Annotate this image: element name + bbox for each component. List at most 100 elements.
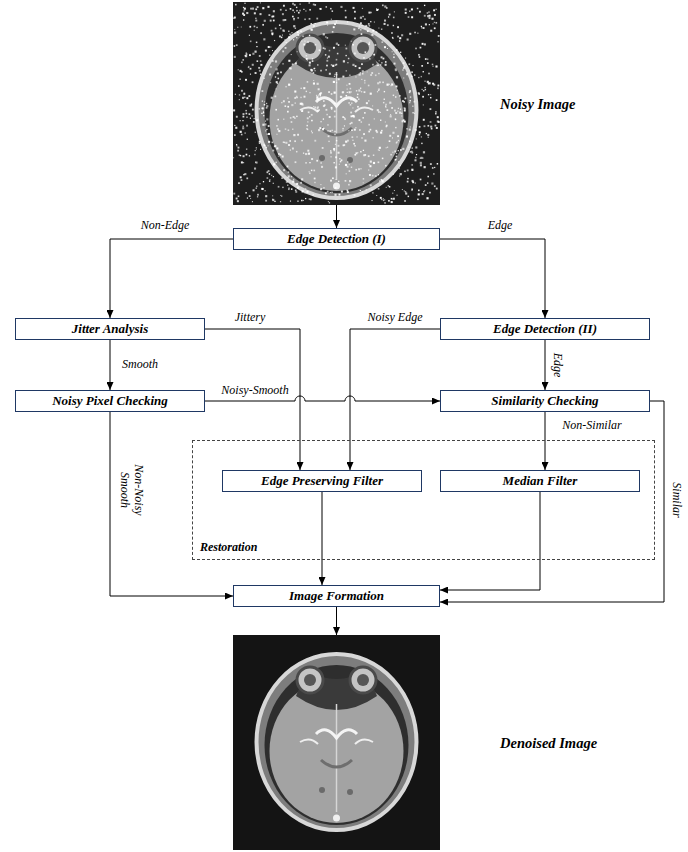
noise-dot <box>346 98 347 99</box>
noise-dot <box>361 91 362 92</box>
noise-dot <box>295 28 296 29</box>
noise-dot <box>357 106 359 108</box>
noise-dot <box>308 153 310 155</box>
noise-dot <box>399 175 400 176</box>
noise-dot <box>394 150 396 152</box>
noise-dot <box>377 65 378 66</box>
noise-dot <box>314 68 315 69</box>
noise-dot <box>242 120 243 121</box>
noise-dot <box>380 112 381 113</box>
noise-dot <box>338 44 340 46</box>
noise-dot <box>395 118 396 119</box>
noise-dot <box>333 47 334 48</box>
noise-dot <box>280 201 281 202</box>
noise-dot <box>274 145 276 147</box>
noise-dot <box>434 185 436 187</box>
noise-dot <box>331 64 332 65</box>
noise-dot <box>334 131 335 132</box>
noise-dot <box>404 200 405 201</box>
noise-dot <box>319 8 320 9</box>
noise-dot <box>405 191 406 192</box>
noise-dot <box>392 37 394 39</box>
noise-dot <box>249 195 251 197</box>
noise-dot <box>405 8 407 10</box>
noise-dot <box>345 55 346 56</box>
noise-dot <box>291 54 292 55</box>
box-label: Similarity Checking <box>491 394 598 409</box>
noise-dot <box>364 112 366 114</box>
noise-dot <box>322 128 324 130</box>
noise-dot <box>235 4 237 6</box>
noise-dot <box>254 168 256 170</box>
noise-dot <box>247 197 248 198</box>
noise-dot <box>293 39 294 40</box>
noise-dot <box>305 188 306 189</box>
noise-dot <box>384 202 386 204</box>
noise-dot <box>415 183 416 184</box>
noise-dot <box>381 199 382 200</box>
noise-dot <box>387 48 388 49</box>
noise-dot <box>314 70 315 71</box>
noise-dot <box>373 54 375 56</box>
noise-dot <box>281 177 282 178</box>
noise-dot <box>334 92 336 94</box>
noise-dot <box>335 166 337 168</box>
noise-dot <box>419 126 421 128</box>
noise-dot <box>384 23 386 25</box>
noise-dot <box>341 159 343 161</box>
noise-dot <box>417 8 419 10</box>
noise-dot <box>287 166 289 168</box>
noise-dot <box>313 25 315 27</box>
noise-dot <box>310 69 312 71</box>
noise-dot <box>381 62 382 63</box>
noise-dot <box>395 119 396 120</box>
noise-dot <box>385 104 387 106</box>
noise-dot <box>249 113 251 115</box>
noise-dot <box>377 91 378 92</box>
noise-dot <box>292 9 294 11</box>
noise-dot <box>255 150 256 151</box>
noise-dot <box>240 155 241 156</box>
noise-dot <box>350 123 351 124</box>
noise-dot <box>264 101 265 102</box>
noise-dot <box>292 148 294 150</box>
noise-dot <box>351 136 353 138</box>
noise-dot <box>430 94 431 95</box>
noise-dot <box>426 133 427 134</box>
noise-dot <box>423 90 425 92</box>
noise-dot <box>395 68 397 70</box>
noise-dot <box>300 97 301 98</box>
noise-dot <box>350 98 352 100</box>
noise-dot <box>296 7 297 8</box>
noise-dot <box>419 134 420 135</box>
noise-dot <box>411 169 413 171</box>
noise-dot <box>292 129 293 130</box>
noise-dot <box>400 165 401 166</box>
noise-dot <box>327 25 328 26</box>
noise-dot <box>275 162 276 163</box>
noise-dot <box>360 17 362 19</box>
noise-dot <box>246 125 248 127</box>
noise-dot <box>412 106 413 107</box>
noise-dot <box>435 125 437 127</box>
noise-dot <box>427 134 429 136</box>
noise-dot <box>423 119 425 121</box>
noise-dot <box>304 41 305 42</box>
noise-dot <box>334 103 335 104</box>
noise-dot <box>265 50 267 52</box>
noise-dot <box>288 189 290 191</box>
noise-dot <box>294 97 296 99</box>
noise-dot <box>369 58 370 59</box>
noise-dot <box>344 118 346 120</box>
noise-dot <box>307 150 309 152</box>
image-caption: Denoised Image <box>500 734 597 751</box>
noise-dot <box>357 152 358 153</box>
noise-dot <box>404 110 406 112</box>
noise-dot <box>319 49 321 51</box>
noise-dot <box>415 157 417 159</box>
noise-dot <box>327 124 328 125</box>
noise-dot <box>432 23 433 24</box>
noise-dot <box>285 47 287 49</box>
noise-dot <box>237 200 239 202</box>
noise-dot <box>256 119 258 121</box>
